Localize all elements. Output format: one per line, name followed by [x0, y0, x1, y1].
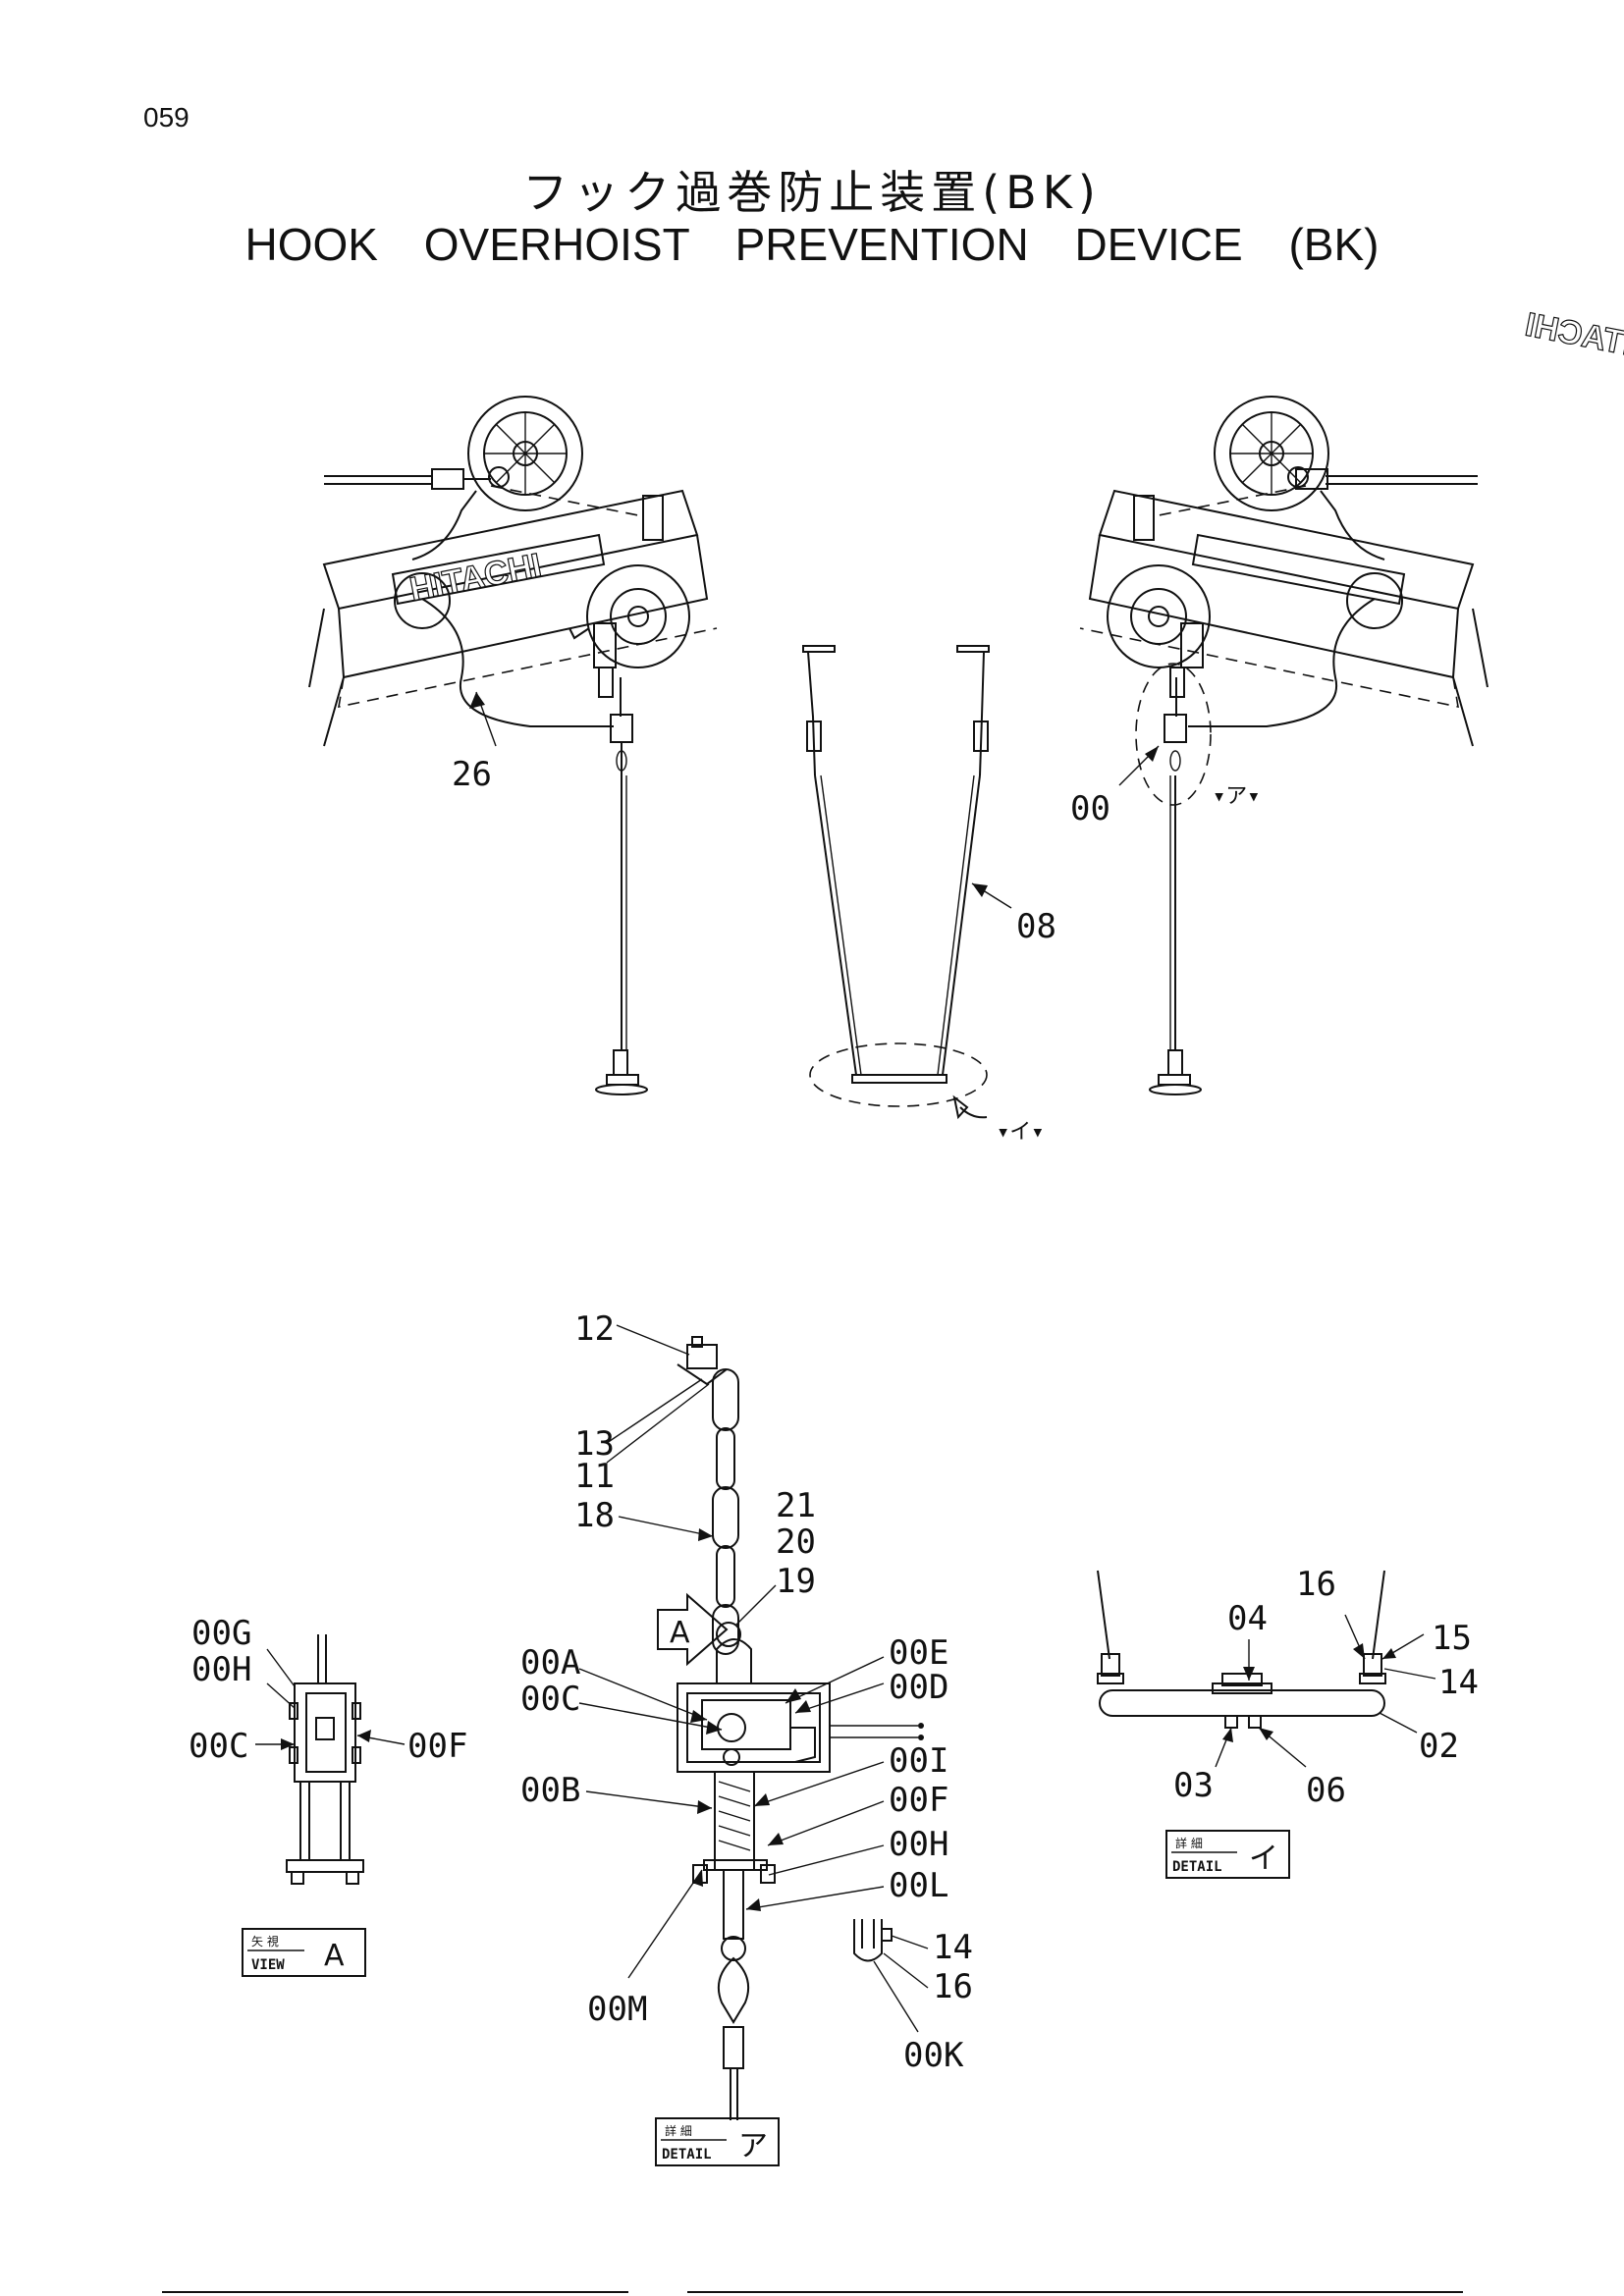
view-a-tag: 矢 視 VIEW A	[242, 1928, 366, 1977]
detail-i-tag: 詳 細 DETAIL イ	[1165, 1830, 1290, 1879]
title-japanese: フック過巻防止装置(BK)	[522, 166, 1102, 219]
callout-00M: 00M	[587, 1990, 647, 2029]
callout-00F-detail: 00F	[889, 1781, 948, 1820]
callout-18: 18	[574, 1496, 615, 1535]
callout-00: 00	[1070, 789, 1110, 828]
page-number: 059	[143, 102, 189, 133]
callout-00K: 00K	[903, 2036, 964, 2075]
callout-02: 02	[1419, 1727, 1459, 1766]
view-a-tag-mark: A	[324, 1939, 345, 1973]
callout-00B: 00B	[520, 1771, 580, 1810]
callout-08: 08	[1016, 907, 1056, 946]
view-a-drawing: 00G 00H 00C 00F	[189, 1614, 467, 1885]
top-sheave-left	[467, 396, 583, 511]
callout-15: 15	[1432, 1619, 1472, 1658]
callout-00E: 00E	[889, 1633, 948, 1673]
callout-19: 19	[776, 1562, 816, 1601]
callout-00F: 00F	[407, 1727, 467, 1766]
callout-00L: 00L	[889, 1866, 948, 1905]
svg-text:DETAIL: DETAIL	[1172, 1859, 1222, 1875]
svg-text:詳 細: 詳 細	[665, 2123, 692, 2138]
callout-06: 06	[1306, 1771, 1346, 1810]
svg-text:VIEW: VIEW	[251, 1957, 285, 1973]
callout-00G: 00G	[191, 1614, 251, 1653]
center-rope-assembly: ▾イ▾ 08	[802, 645, 1056, 1145]
svg-text:DETAIL: DETAIL	[662, 2147, 712, 2163]
callout-00I: 00I	[889, 1741, 948, 1781]
hitachi-logo-left: HITACHI	[406, 547, 544, 609]
callout-21: 21	[776, 1486, 816, 1525]
callout-00C-view: 00C	[189, 1727, 248, 1766]
callout-20: 20	[776, 1522, 816, 1562]
callout-16-i: 16	[1296, 1565, 1336, 1604]
callout-11: 11	[574, 1457, 615, 1496]
callout-14-sub: 14	[933, 1928, 973, 1967]
detail-a-tag-mark: ア	[738, 2129, 768, 2163]
callout-00H-detail: 00H	[889, 1825, 948, 1864]
top-sheave-right	[1214, 396, 1329, 511]
callout-00D: 00D	[889, 1668, 948, 1707]
detail-a-drawing: A 12 13 11 18 21 20 19 00A	[520, 1309, 973, 2120]
detail-a-tag: 詳 細 DETAIL ア	[655, 2117, 780, 2166]
arrow-a-label: A	[670, 1616, 690, 1650]
view-i-marker: ▾イ▾	[997, 1120, 1045, 1145]
callout-14-i: 14	[1438, 1663, 1479, 1702]
left-boom-assembly: HITACHI 26	[308, 396, 718, 1095]
title-english: HOOK OVERHOIST PREVENTION DEVICE (BK)	[244, 219, 1380, 270]
view-a-marker: ▾ア▾	[1213, 784, 1261, 809]
callout-03: 03	[1173, 1766, 1214, 1805]
callout-12: 12	[574, 1309, 615, 1349]
callout-26: 26	[452, 755, 492, 794]
hitachi-logo-right: HITACHI	[1522, 306, 1624, 368]
shackle-subdetail: 14 16 00K	[853, 1919, 973, 2075]
right-boom-assembly: HITACHI 00 ▾ア▾	[1070, 305, 1624, 1095]
callout-16-sub: 16	[933, 1967, 973, 2006]
callout-13: 13	[574, 1424, 615, 1464]
callout-00H: 00H	[191, 1650, 251, 1689]
detail-i-tag-mark: イ	[1249, 1842, 1278, 1876]
chain	[712, 1368, 739, 1655]
detail-i-drawing: 16 04 15 14 02 03 06	[1097, 1565, 1479, 1810]
svg-text:詳 細: 詳 細	[1175, 1836, 1203, 1850]
callout-00C: 00C	[520, 1680, 580, 1719]
callout-04: 04	[1227, 1599, 1268, 1638]
svg-text:矢 視: 矢 視	[251, 1934, 279, 1949]
callout-00A: 00A	[520, 1643, 580, 1682]
